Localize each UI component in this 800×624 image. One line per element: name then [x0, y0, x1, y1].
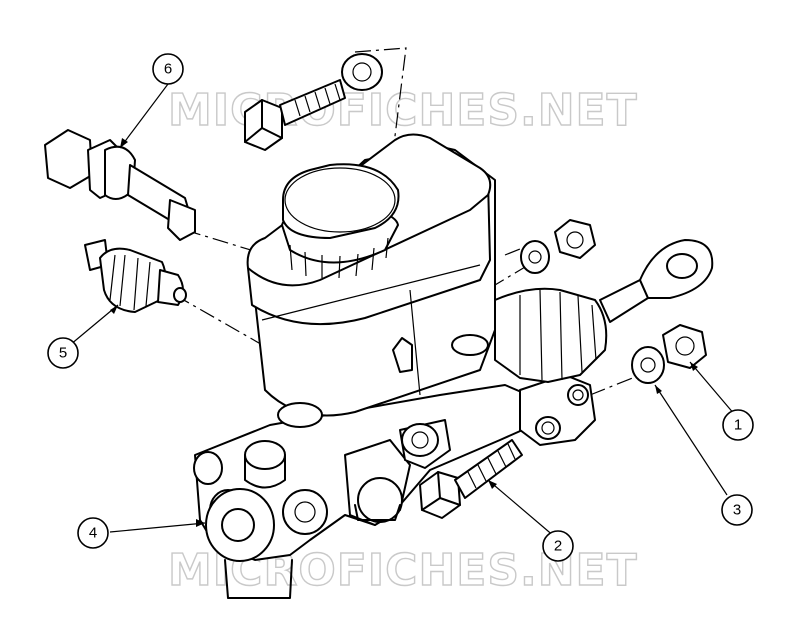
mounting-bolt — [419, 439, 523, 519]
callout-6: 6 — [152, 53, 184, 85]
top-washer — [341, 53, 383, 91]
washer-icon — [631, 346, 665, 384]
switch-icon — [99, 247, 167, 313]
callout-4: 4 — [77, 517, 109, 549]
hex-nut-icon — [554, 219, 596, 259]
master-cylinder-body — [193, 374, 596, 599]
callout-3: 3 — [721, 494, 753, 526]
bolt-icon — [244, 99, 283, 151]
callout-5: 5 — [47, 337, 79, 369]
watermark-top: MICROFICHES.NET — [168, 85, 638, 136]
pushrod-boot — [494, 239, 714, 383]
brake-fluid-sensor — [44, 129, 196, 241]
callout-3-label: 3 — [733, 502, 741, 519]
callout-4-label: 4 — [89, 525, 97, 542]
callout-2-label: 2 — [554, 538, 562, 555]
callout-6-label: 6 — [164, 61, 172, 78]
callout-5-label: 5 — [59, 345, 67, 362]
reservoir-cap — [281, 163, 400, 279]
leader-lines — [69, 83, 736, 538]
callout-1: 1 — [722, 409, 754, 441]
pressure-switch — [84, 239, 187, 313]
callout-1-label: 1 — [734, 417, 742, 434]
hardware — [520, 219, 707, 384]
washer-icon — [520, 240, 550, 274]
top-bolt — [244, 79, 346, 151]
hex-nut-icon — [662, 324, 707, 369]
callout-2: 2 — [542, 530, 574, 562]
